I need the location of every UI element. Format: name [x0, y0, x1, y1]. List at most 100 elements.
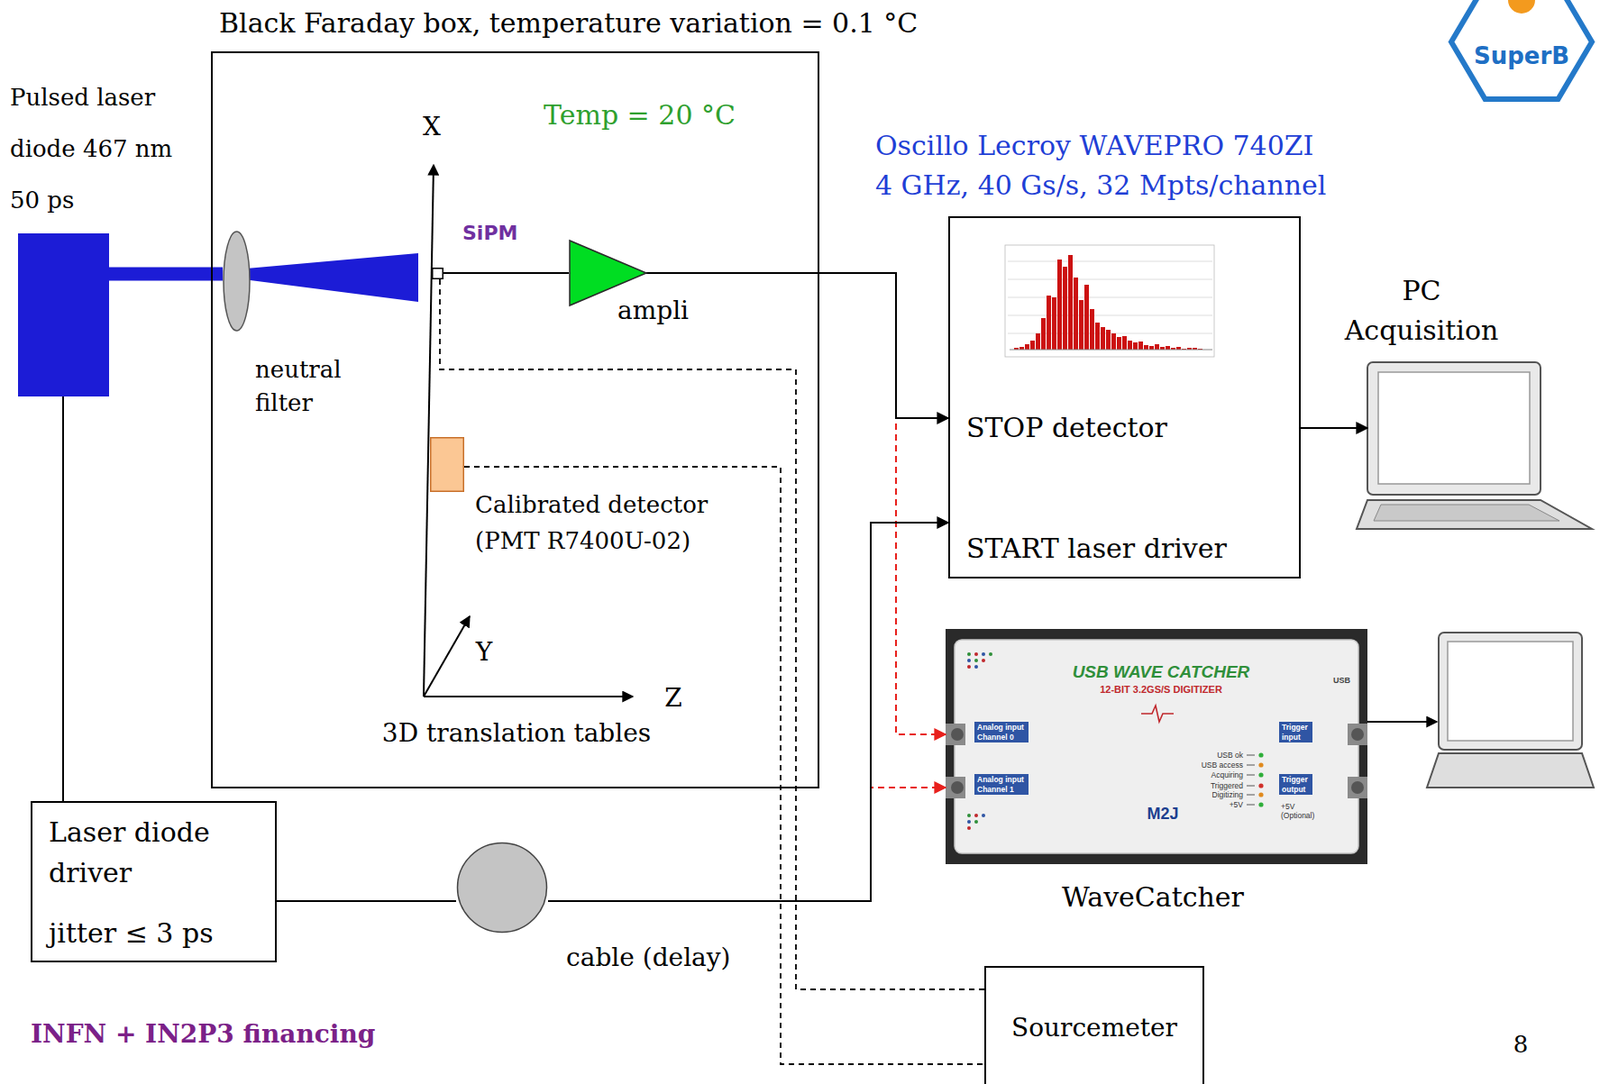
input-label: Analog input Channel 1: [974, 774, 1029, 796]
amplifier-label: ampli: [617, 295, 689, 327]
bnc-connector: [950, 781, 964, 795]
laptop-screen: [1438, 632, 1582, 750]
timing-histogram: [1005, 245, 1215, 357]
bias-cable: [464, 466, 985, 1065]
laptop-display: [1447, 641, 1573, 741]
maker-logo: M2J: [1146, 804, 1179, 824]
histogram-grid: [1007, 261, 1213, 334]
alt-trigger-cable: [548, 787, 946, 902]
led-label: USB access: [1201, 760, 1244, 771]
led-label: Digitizing: [1212, 790, 1244, 801]
status-leds: [1246, 752, 1264, 807]
led-label: Acquiring: [1211, 770, 1244, 781]
axis-name: Y: [475, 637, 493, 668]
box-heading: Black Faraday box, temperature variation…: [219, 7, 918, 40]
acquisition-pc: PC Acquisition: [1367, 362, 1541, 531]
trigger-cable: [548, 522, 949, 902]
funding-note: INFN + IN2P3 financing: [30, 1019, 375, 1051]
delay-cable-outline: [456, 841, 549, 934]
bias-cable: [439, 279, 985, 990]
axis-name: X: [422, 111, 441, 143]
signal-wire: [443, 272, 569, 275]
temperature-note: Temp = 20 °C: [543, 99, 736, 132]
laptop-base: [1426, 753, 1594, 788]
stop-input: STOP detector: [966, 411, 1168, 445]
pc-label: PC Acquisition: [1344, 271, 1500, 351]
laptop-icon: [1356, 362, 1592, 530]
sipm-label: SiPM: [462, 220, 518, 246]
histogram-frame: [1005, 245, 1215, 357]
input-label: Analog input Channel 0: [974, 722, 1029, 743]
filter-label: neutral filter: [255, 353, 344, 421]
connector-group: [63, 273, 1368, 1065]
delay-cable: cable (delay): [456, 841, 549, 934]
axis-name: Z: [664, 683, 682, 714]
laptop-icon: [1426, 632, 1594, 788]
photo-background: [945, 629, 1368, 865]
bnc-connector: [950, 728, 964, 741]
oscilloscope: Oscillo Lecroy WAVEPRO 740ZI 4 GHz, 40 G…: [948, 216, 1301, 579]
stage-label: 3D translation tables: [382, 718, 651, 750]
led-label: Triggered: [1210, 781, 1244, 792]
x-axis: [423, 164, 434, 697]
laser-beam-cone: [236, 253, 419, 302]
logo-text: SuperB: [1473, 42, 1570, 70]
calibrated-pmt: Calibrated detector (PMT R7400U-02): [429, 437, 465, 493]
sourcemeter-label: Sourcemeter: [1011, 1013, 1178, 1044]
cable-label: cable (delay): [566, 942, 732, 974]
laser-diode: Pulsed laser diode 467 nm 50 ps: [18, 233, 110, 397]
y-axis: [423, 616, 470, 697]
sourcemeter: Sourcemeter: [984, 966, 1205, 1084]
digitizer-body: [954, 640, 1359, 854]
laser-beam: [109, 267, 223, 282]
laptop-screen: [1367, 362, 1541, 495]
laser-label: Pulsed laser diode 467 nm 50 ps: [9, 72, 175, 227]
trigger-label: Trigger output: [1279, 774, 1313, 796]
laptop-base: [1356, 500, 1592, 530]
device-subtitle: 12-BIT 3.2GS/S DIGITIZER: [1099, 684, 1223, 696]
bnc-connector: [1351, 728, 1364, 741]
filter-ellipse: [223, 231, 250, 331]
neutral-filter: neutral filter: [222, 230, 251, 332]
bnc-connector: [1347, 723, 1368, 746]
cable-coil: [457, 843, 548, 933]
trigger-label: Trigger input: [1279, 722, 1313, 743]
led-label: USB ok: [1216, 750, 1244, 761]
histogram-bars: [1014, 255, 1203, 350]
logo-dot: [1508, 0, 1536, 14]
led-label: +5V: [1229, 800, 1244, 811]
power-label: +5V (Optional): [1280, 802, 1317, 821]
logo-badge: SuperB: [1448, 0, 1595, 102]
laser-driver: Laser diode driver jitter ≤ 3 ps: [30, 801, 277, 963]
histogram-axis: [1009, 349, 1213, 351]
z-axis: [423, 695, 633, 698]
pmt-label: Calibrated detector (PMT R7400U-02): [475, 486, 711, 559]
data-link: [1300, 427, 1368, 430]
logo-hexagon: [1451, 0, 1592, 100]
faraday-box: neutral filter SiPM ampliCalibrated detect…: [210, 51, 820, 789]
translation-axes: [423, 164, 633, 697]
start-input: START laser driver: [966, 532, 1227, 566]
laptop-display: [1378, 372, 1530, 485]
driver-name: Laser diode driver: [48, 812, 212, 894]
bnc-connector: [945, 723, 966, 746]
usb-link-arrow: [1367, 721, 1437, 723]
bnc-connector: [945, 777, 966, 799]
jitter-spec: jitter ≤ 3 ps: [48, 915, 214, 952]
trigger-cable: [62, 396, 64, 802]
neutral-filter-outline: [222, 230, 251, 332]
device-brand: USB WAVE CATCHER: [1072, 661, 1251, 683]
bnc-connector: [1347, 777, 1368, 799]
scope-model: Oscillo Lecroy WAVEPRO 740ZI 4 GHz, 40 G…: [875, 126, 1329, 206]
sipm-sensor: SiPM: [431, 267, 444, 280]
laptop-keyboard: [1373, 504, 1560, 522]
bnc-connector: [1351, 781, 1364, 795]
port-name: USB: [1333, 676, 1351, 686]
signal-wire: [646, 273, 949, 419]
wavecatcher-photo: [945, 629, 1368, 865]
amplifier: ampli: [568, 239, 647, 307]
trigger-cable: [276, 900, 457, 903]
